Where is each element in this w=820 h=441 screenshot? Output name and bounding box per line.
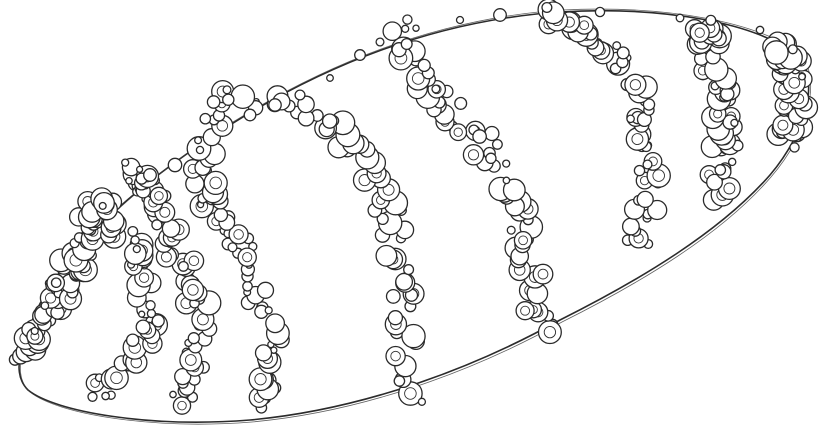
bubble: [503, 177, 509, 183]
bubble: [402, 25, 409, 32]
bubble: [503, 160, 510, 167]
bubble: [765, 41, 788, 64]
bubble: [150, 187, 167, 204]
bubble: [627, 115, 634, 122]
bubble: [494, 9, 507, 22]
bubble: [231, 85, 254, 108]
bubble: [223, 94, 234, 105]
bubble: [387, 290, 401, 304]
bubble: [637, 191, 653, 207]
bubble: [196, 146, 203, 153]
bubble: [625, 74, 646, 95]
bubble: [394, 376, 404, 386]
bubble: [133, 246, 140, 253]
bubble: [729, 158, 736, 165]
bubble: [455, 98, 467, 110]
bubble: [715, 165, 725, 175]
bubble: [404, 265, 414, 275]
bubble: [99, 203, 106, 210]
bubble: [88, 392, 97, 401]
bubble: [485, 127, 499, 141]
bubble: [238, 248, 256, 266]
bubble: [146, 301, 155, 310]
bubble: [188, 333, 199, 344]
bubble: [731, 119, 738, 126]
bubble: [223, 86, 231, 94]
bubble: [195, 137, 202, 144]
bubble: [613, 42, 621, 50]
bubble: [269, 99, 281, 111]
bubble: [137, 166, 143, 172]
bubble: [514, 232, 531, 249]
bubble: [790, 143, 799, 152]
bubble: [147, 310, 155, 318]
bubble: [265, 307, 272, 314]
bubble: [486, 153, 496, 163]
bubble: [457, 17, 464, 24]
bubble: [413, 25, 419, 31]
bubble: [323, 114, 337, 128]
bubble: [756, 26, 763, 33]
bubble: [788, 45, 797, 54]
bubble: [204, 171, 227, 194]
bubble: [168, 158, 181, 171]
bubble: [41, 302, 48, 309]
bubble: [295, 90, 305, 100]
bubble: [182, 279, 203, 300]
bubble: [376, 246, 397, 267]
bubble: [327, 75, 334, 82]
bubble: [126, 178, 132, 184]
bubble: [403, 15, 412, 24]
bubble: [542, 3, 552, 13]
bubble: [595, 7, 604, 16]
bubble: [418, 398, 425, 405]
bubble: [473, 130, 486, 143]
bubble: [690, 23, 709, 42]
bubble: [144, 169, 157, 182]
bubble: [383, 22, 401, 40]
bubble: [266, 314, 285, 333]
bubble: [799, 73, 806, 80]
bubble: [706, 15, 716, 25]
bubble: [432, 85, 440, 93]
bubble: [214, 208, 227, 221]
bubble: [127, 334, 139, 346]
bubble: [376, 38, 384, 46]
bubble: [258, 282, 274, 298]
bubble: [179, 262, 189, 272]
bubble: [102, 392, 109, 399]
bubble: [418, 59, 430, 71]
bubble: [463, 145, 483, 165]
bubble: [623, 218, 640, 235]
bubble: [493, 140, 503, 150]
bubble: [401, 39, 412, 50]
bubble: [207, 96, 219, 108]
bubble: [128, 227, 138, 237]
bubble: [52, 278, 61, 287]
bubble: [136, 320, 150, 334]
bubble: [533, 264, 553, 284]
bubble: [388, 311, 402, 325]
bubble: [170, 391, 176, 397]
bubble: [131, 236, 139, 244]
bubble: [386, 347, 405, 366]
bubble: [228, 243, 237, 252]
bubble: [200, 114, 210, 124]
bubble: [507, 226, 515, 234]
bubble: [539, 321, 562, 344]
bubble: [243, 282, 252, 291]
bubble: [516, 302, 534, 320]
bubble: [634, 166, 644, 176]
bubble: [31, 328, 38, 335]
bubble: [396, 274, 413, 291]
bubble: [355, 50, 366, 61]
bubble-bands: [9, 0, 817, 414]
bubble: [643, 160, 652, 169]
bubble: [244, 109, 256, 121]
bubble: [676, 14, 684, 22]
bubble: [139, 311, 145, 317]
bubble: [122, 159, 129, 166]
